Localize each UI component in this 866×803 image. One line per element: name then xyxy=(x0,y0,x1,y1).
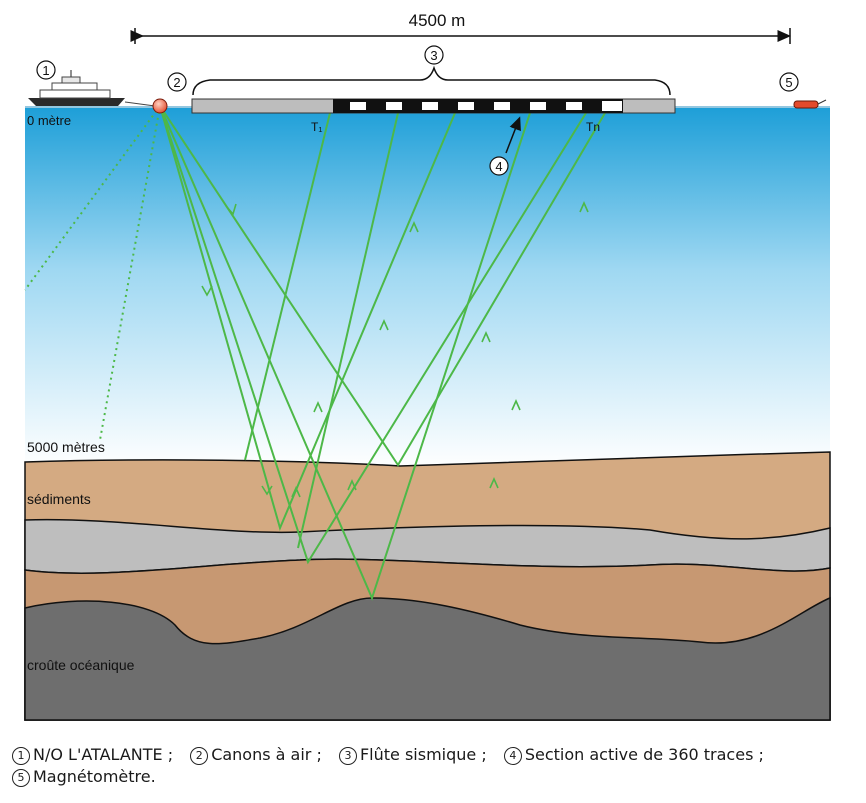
oceanic-crust-label: croûte océanique xyxy=(27,657,135,673)
ray-arrowheads xyxy=(201,201,589,498)
magnetometer-icon xyxy=(793,99,827,109)
marker-2: 2 xyxy=(167,72,187,92)
dotted-ray-left xyxy=(24,105,161,291)
active-section-pointer xyxy=(505,116,521,154)
seismic-rays xyxy=(159,105,606,601)
ray-basement xyxy=(159,105,531,601)
seismic-survey-diagram: 4500 m 1 xyxy=(24,11,831,721)
svg-text:4: 4 xyxy=(495,159,502,174)
ray-seafloor-reflection xyxy=(159,105,606,467)
svg-text:5: 5 xyxy=(785,75,792,90)
marker-4: 4 xyxy=(489,156,509,176)
ray-first-reflector xyxy=(159,105,456,532)
dotted-ray-middle xyxy=(99,105,161,441)
svg-text:1: 1 xyxy=(42,63,49,78)
air-gun-buoy-icon xyxy=(152,98,168,114)
trace-last-label: Tn xyxy=(586,120,600,134)
surface-depth-label: 0 mètre xyxy=(27,113,71,128)
trace-first-label: T₁ xyxy=(311,120,322,134)
marker-5: 5 xyxy=(779,72,799,92)
seafloor-depth-label: 5000 mètres xyxy=(27,439,105,455)
ray-bottom-return-1 xyxy=(244,112,331,461)
oceanic-crust-layer xyxy=(24,596,831,721)
distance-label: 4500 m xyxy=(409,11,466,30)
streamer-brace xyxy=(192,65,671,96)
active-section xyxy=(333,99,623,113)
ship-icon xyxy=(28,70,156,107)
marker-3: 3 xyxy=(424,45,444,65)
svg-text:3: 3 xyxy=(430,48,437,63)
seismic-streamer xyxy=(191,98,676,114)
svg-text:2: 2 xyxy=(173,75,180,90)
sediments-label: sédiments xyxy=(27,491,91,507)
marker-1: 1 xyxy=(36,60,56,80)
ray-bottom-return-2 xyxy=(297,112,399,549)
water-column xyxy=(25,108,830,468)
ray-second-reflector xyxy=(159,105,587,565)
